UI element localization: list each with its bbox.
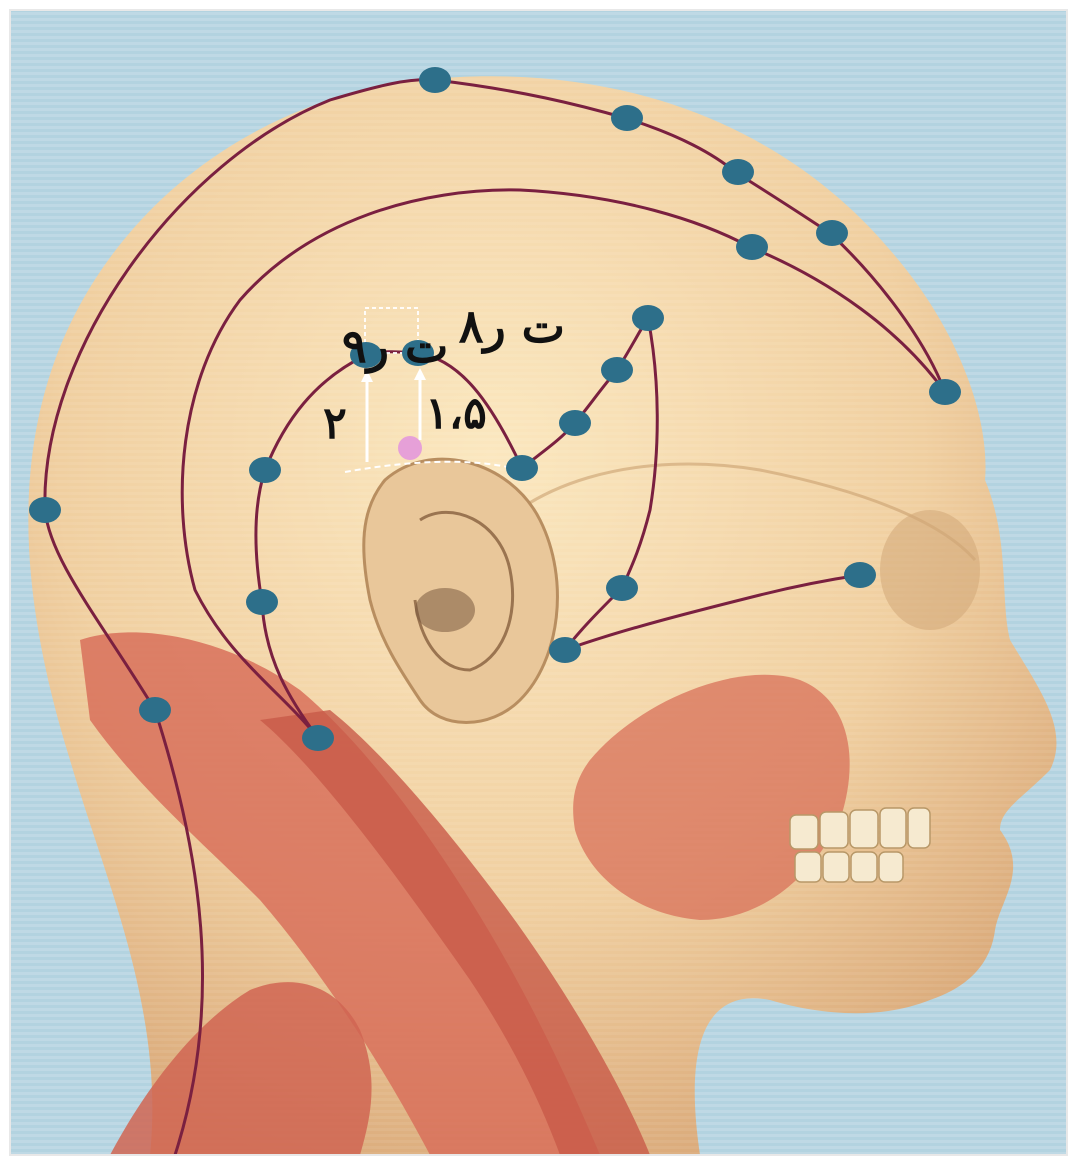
acupoint-marker xyxy=(844,562,876,588)
acupoint-marker xyxy=(606,575,638,601)
acupoint-marker xyxy=(419,67,451,93)
acupoint-marker xyxy=(302,725,334,751)
target-point-marker xyxy=(398,436,422,460)
acupoint-marker xyxy=(29,497,61,523)
acupoint-marker xyxy=(611,105,643,131)
acupoint-marker xyxy=(722,159,754,185)
label-point-r9: ت ر۹ xyxy=(342,319,448,374)
label-point-r8: ت ر۸ xyxy=(459,299,565,354)
acupoint-marker xyxy=(816,220,848,246)
acupoint-marker xyxy=(559,410,591,436)
label-distance-2: ۲ xyxy=(323,398,347,449)
acupoint-marker xyxy=(632,305,664,331)
acupoint-marker xyxy=(929,379,961,405)
acupoint-marker xyxy=(506,455,538,481)
acupoint-marker xyxy=(736,234,768,260)
acupoint-marker xyxy=(549,637,581,663)
acupoint-marker xyxy=(139,697,171,723)
acupoint-marker xyxy=(246,589,278,615)
eye-socket xyxy=(880,510,980,630)
label-distance-1-5: ۱،۵ xyxy=(425,388,486,439)
acupoint-marker xyxy=(601,357,633,383)
acupoint-marker xyxy=(249,457,281,483)
